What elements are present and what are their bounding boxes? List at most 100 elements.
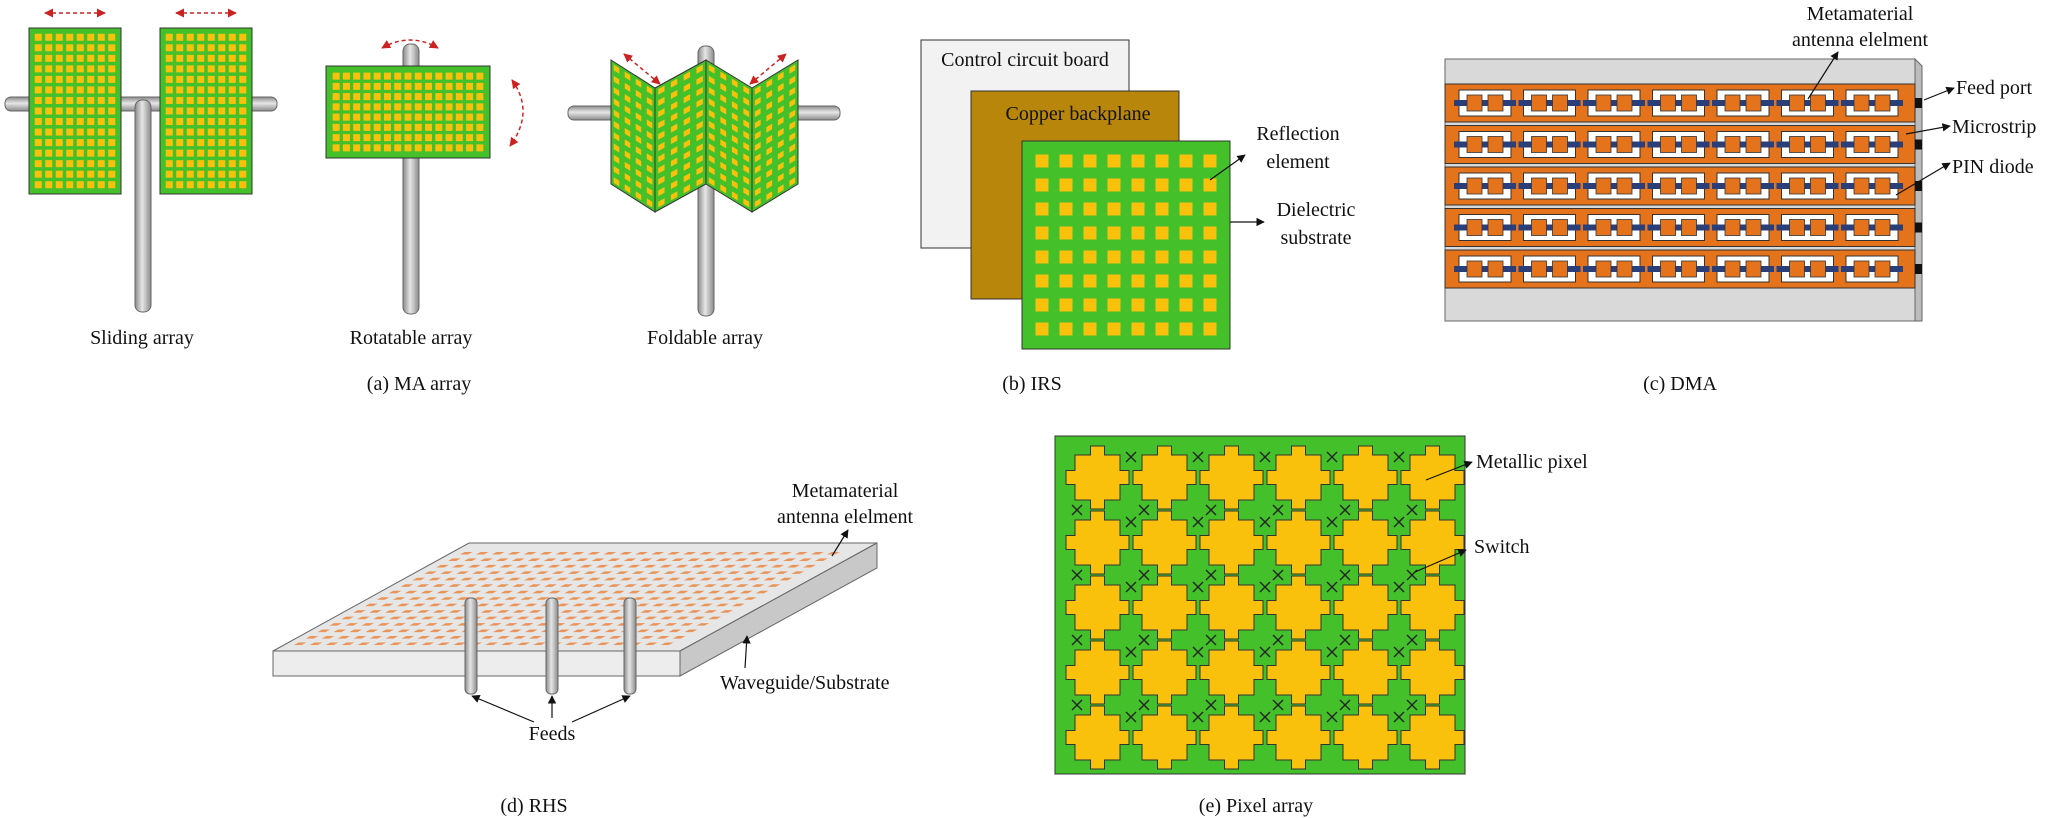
metamaterial-element	[452, 616, 466, 620]
antenna-element	[1107, 250, 1121, 264]
antenna-element	[218, 44, 226, 52]
antenna-element	[670, 112, 678, 122]
antenna-element	[34, 96, 42, 104]
metamaterial-element	[612, 590, 625, 594]
metamaterial-element	[436, 564, 449, 568]
pin-diode	[1647, 100, 1710, 106]
antenna-element	[720, 71, 727, 81]
metamaterial-element	[672, 610, 685, 613]
metamaterial-element	[652, 603, 665, 607]
metamaterial-element	[815, 558, 828, 561]
antenna-element	[383, 144, 391, 152]
element-grid	[165, 33, 247, 189]
metamaterial-element	[803, 564, 816, 568]
metamaterial-element	[432, 584, 446, 587]
metamaterial-element	[711, 597, 725, 600]
metallic-pixel	[1132, 445, 1197, 510]
switch-icon	[1125, 581, 1137, 593]
antenna-element	[97, 170, 105, 178]
antenna-element	[165, 128, 173, 136]
metamaterial-element	[504, 623, 518, 626]
switch-icon	[1192, 711, 1204, 723]
antenna-element	[658, 153, 665, 163]
antenna-element	[1131, 202, 1145, 216]
pin-diode	[1583, 266, 1645, 272]
element-pad	[1660, 219, 1676, 236]
antenna-element	[363, 123, 371, 131]
element-pad	[1810, 260, 1826, 278]
antenna-element	[332, 72, 340, 80]
antenna-element	[176, 181, 184, 189]
metamaterial-element	[691, 564, 705, 568]
caption-ma-array: (a) MA array	[367, 373, 471, 395]
metamaterial-element	[623, 584, 637, 587]
antenna-element	[720, 127, 727, 138]
switch-icon	[1339, 504, 1351, 516]
switch-icon	[1339, 569, 1351, 581]
antenna-element	[363, 103, 371, 111]
metamaterial-element	[576, 584, 589, 587]
rhs-right-face	[679, 542, 878, 677]
metamaterial-element	[388, 590, 402, 594]
antenna-element	[789, 64, 796, 74]
antenna-element	[76, 44, 84, 52]
element-pad	[1616, 94, 1633, 112]
antenna-element	[683, 173, 691, 183]
antenna-element	[414, 134, 422, 142]
pin-diode	[1454, 100, 1516, 106]
switch-icon	[1205, 504, 1217, 516]
antenna-element	[670, 89, 678, 99]
switch-icon	[1205, 699, 1217, 711]
metamaterial-element	[644, 642, 658, 646]
antenna-element	[176, 65, 184, 73]
switch-icon	[1326, 516, 1338, 528]
antenna-element	[777, 184, 784, 194]
switch-icon	[1272, 634, 1284, 646]
pin-diode	[1776, 224, 1839, 231]
metamaterial-element	[723, 590, 737, 594]
metamaterial-element	[424, 571, 438, 574]
antenna-element	[754, 141, 761, 152]
antenna-element	[658, 175, 665, 185]
antenna-element	[1155, 322, 1169, 336]
metamaterial-element	[488, 597, 502, 600]
antenna-element	[754, 130, 761, 140]
element-pad	[1745, 136, 1762, 153]
antenna-element	[720, 184, 727, 194]
antenna-element	[1155, 298, 1169, 312]
metamaterial-element	[675, 590, 689, 594]
metamaterial-element	[572, 629, 586, 633]
antenna-element	[34, 160, 42, 168]
antenna-element	[731, 180, 738, 190]
antenna-element	[613, 166, 620, 176]
antenna-element	[731, 146, 738, 156]
metamaterial-element	[727, 597, 741, 600]
antenna-element	[731, 101, 738, 111]
metamaterial-element	[484, 564, 497, 568]
antenna-element	[646, 85, 653, 95]
antenna-element	[218, 33, 226, 41]
antenna-element	[613, 177, 620, 187]
metamaterial-element	[389, 616, 402, 620]
metamaterial-element	[635, 577, 649, 581]
antenna-element	[414, 82, 422, 90]
pin-diode	[1841, 141, 1903, 148]
metamaterial-element	[643, 564, 657, 568]
antenna-element	[207, 118, 215, 126]
antenna-element	[342, 103, 350, 111]
antenna-element	[108, 44, 116, 52]
antenna-element	[45, 107, 53, 115]
metallic-pixel	[1199, 705, 1264, 770]
metamaterial-element	[412, 577, 426, 581]
antenna-element	[658, 85, 665, 95]
antenna-element	[87, 118, 95, 126]
antenna-element	[383, 93, 391, 101]
element-pad	[1853, 219, 1870, 236]
antenna-element	[239, 65, 247, 73]
metamaterial-element	[357, 616, 370, 620]
microstrip-leader	[1905, 123, 1951, 135]
antenna-element	[97, 54, 105, 62]
pin-diode	[1518, 100, 1581, 106]
metamaterial-element	[668, 603, 681, 607]
antenna-element	[476, 134, 484, 142]
